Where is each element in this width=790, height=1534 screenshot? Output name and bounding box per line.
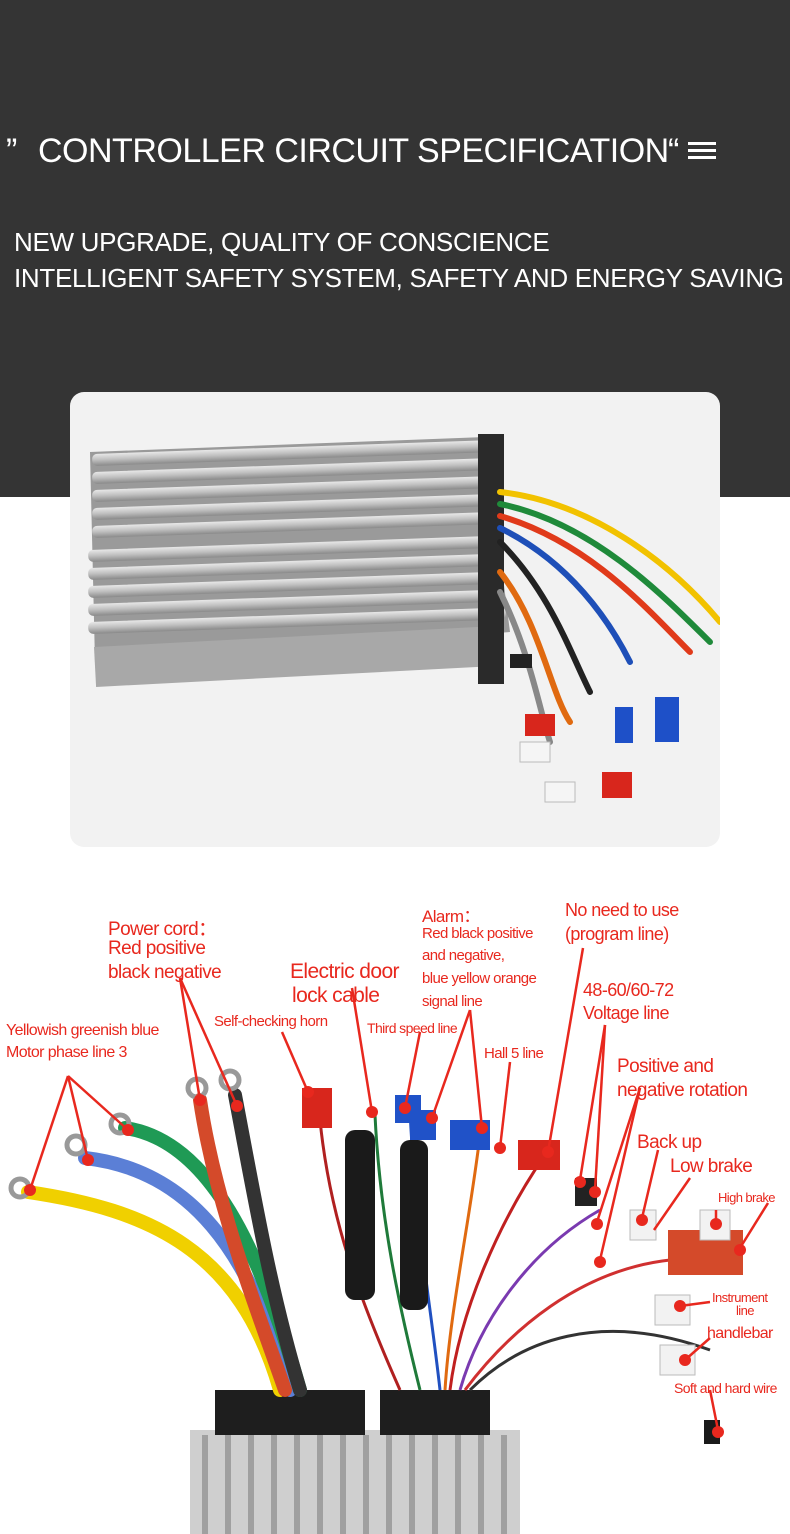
label-voltage-2: Voltage line: [583, 1003, 669, 1023]
quote-left: ”: [6, 132, 18, 170]
label-horn: Self-checking horn: [214, 1013, 328, 1030]
label-power-cord-3: black negative: [108, 962, 222, 983]
controller-photo: [70, 392, 720, 847]
label-door-lock-1: Electric door: [290, 960, 400, 983]
cable-sleeve-right: [400, 1140, 428, 1310]
label-alarm-5: signal line: [422, 993, 483, 1010]
label-handlebar: handlebar: [707, 1325, 773, 1342]
connector-red-1: [525, 714, 555, 736]
label-power-cord-2: Red positive: [108, 938, 206, 959]
label-hall: Hall 5 line: [484, 1045, 544, 1062]
label-instrument-1: Instrument: [712, 1290, 768, 1305]
label-third-speed: Third speed line: [367, 1020, 458, 1036]
heatsink-grooves: [202, 1435, 507, 1534]
subtitle-line-2: INTELLIGENT SAFETY SYSTEM, SAFETY AND EN…: [14, 263, 784, 293]
connector-white-1: [519, 741, 551, 763]
signal-wires: [318, 1109, 711, 1392]
label-rotation-2: negative rotation: [617, 1080, 748, 1101]
label-instrument-2: line: [736, 1303, 754, 1318]
page-title: CONTROLLER CIRCUIT SPECIFICATION: [38, 132, 669, 170]
connector-blue-1: [655, 697, 679, 742]
gland-right: [380, 1390, 490, 1435]
label-power-cord-1: Power cord：: [108, 919, 217, 940]
gland-left: [215, 1390, 365, 1435]
label-alarm-4: blue yellow orange: [422, 970, 537, 987]
subtitle-line-1: NEW UPGRADE, QUALITY OF CONSCIENCE: [14, 227, 550, 257]
label-phase-2: Motor phase line 3: [6, 1044, 127, 1061]
connector-white-2: [544, 781, 576, 803]
quote-right: “: [668, 132, 680, 170]
leader-lines: [28, 947, 770, 1431]
label-rotation-1: Positive and: [617, 1056, 714, 1077]
label-alarm-2: Red black positive: [422, 925, 534, 942]
connector-red-2: [602, 772, 632, 798]
phase-wires: [21, 1088, 307, 1397]
wiring-illustration: [8, 947, 770, 1534]
label-no-need-1: No need to use: [565, 900, 679, 920]
label-phase-1: Yellowish greenish blue: [6, 1022, 159, 1039]
wiring-diagram: Power cord： Red positive black negative …: [0, 870, 790, 1534]
connector-blue-2: [615, 707, 633, 743]
leader-dots: [24, 1086, 746, 1438]
label-alarm-1: Alarm：: [422, 907, 480, 926]
label-alarm-3: and negative,: [422, 947, 505, 964]
label-soft-hard: Soft and hard wire: [674, 1380, 777, 1396]
controller-illustration: [88, 434, 720, 803]
label-low-brake: Low brake: [670, 1156, 753, 1177]
heatsink-base: [190, 1430, 520, 1534]
label-voltage-1: 48-60/60-72: [583, 980, 674, 1000]
program-connector: [518, 1140, 560, 1170]
wire-bundle: [497, 489, 720, 745]
ring-terminal-green: [108, 1112, 132, 1136]
title-row: ” CONTROLLER CIRCUIT SPECIFICATION “: [0, 126, 790, 176]
label-backup: Back up: [637, 1132, 702, 1153]
menu-icon: [688, 142, 716, 160]
connector-black: [510, 654, 532, 668]
label-no-need-2: (program line): [565, 924, 669, 944]
cable-sleeve-left: [345, 1130, 375, 1300]
heatsink-fins: [88, 440, 506, 634]
label-door-lock-2: lock cable: [292, 984, 380, 1007]
instrument-connector: [654, 1294, 691, 1326]
label-high-brake: High brake: [718, 1190, 775, 1205]
